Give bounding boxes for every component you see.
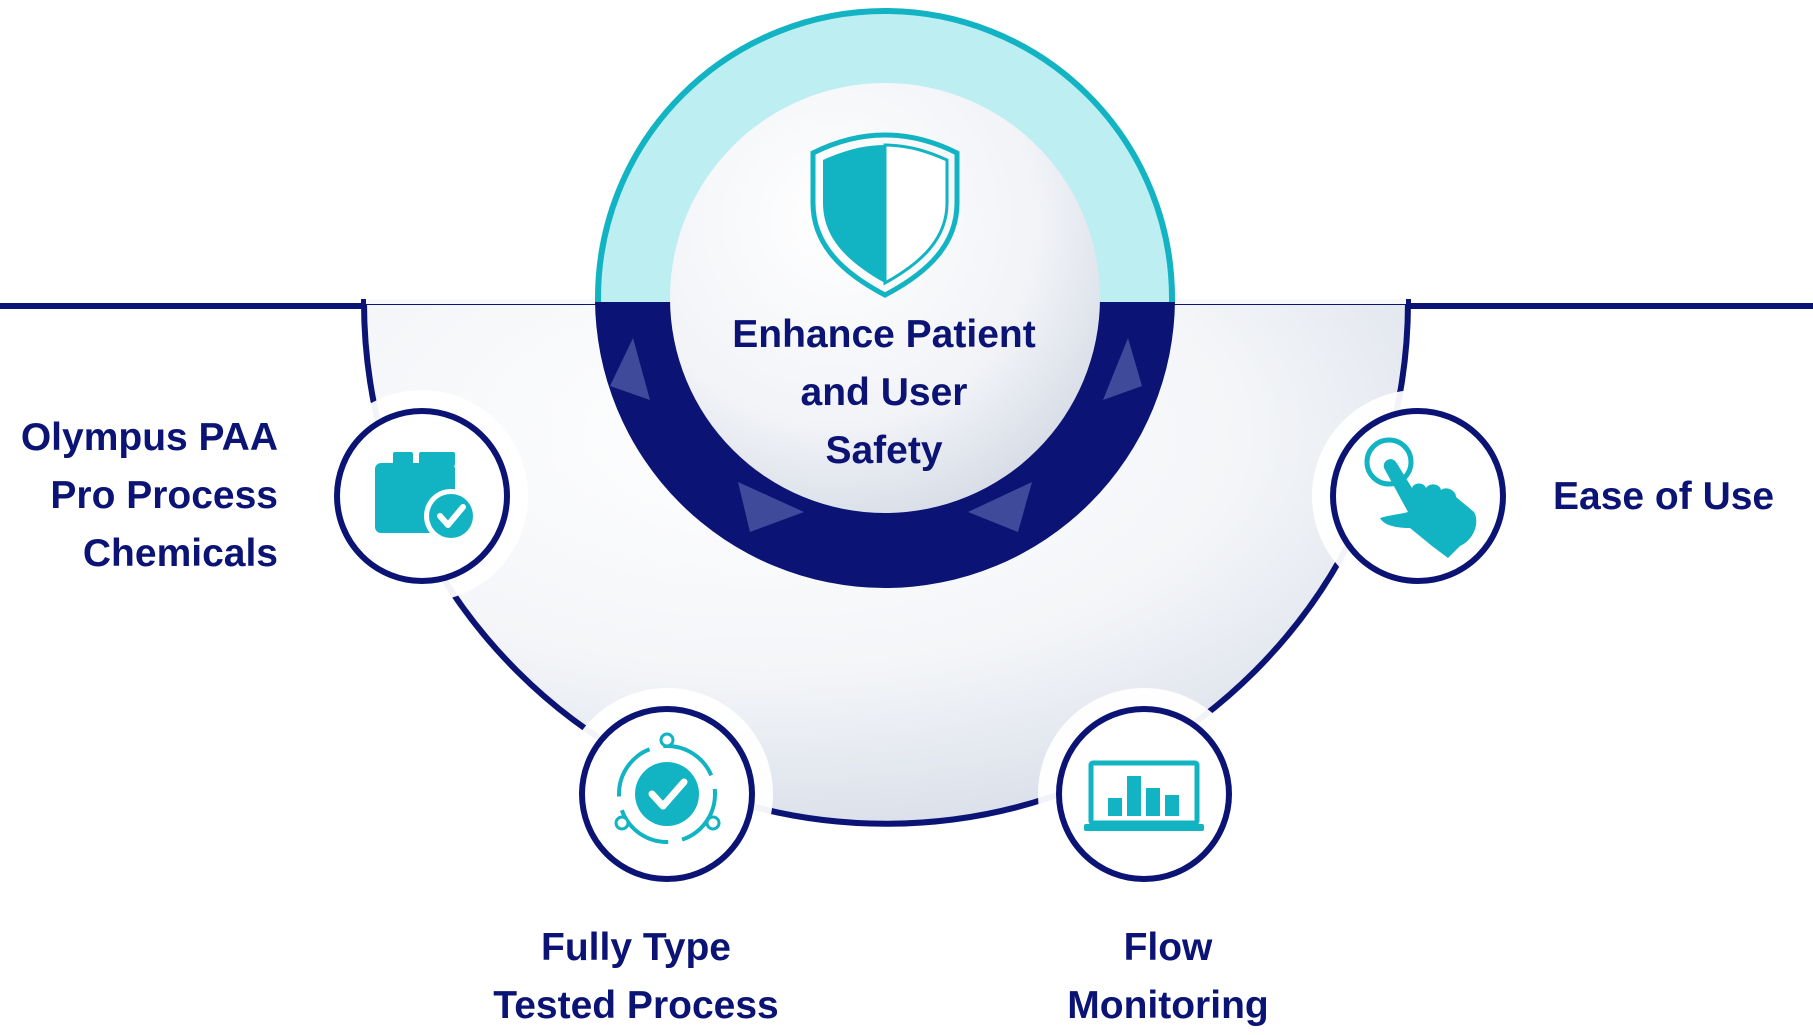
ring-arrow-decoration [1103, 338, 1142, 400]
ring-arrow-decoration [738, 482, 804, 532]
feature-label-chemicals: Olympus PAA Pro Process Chemicals [21, 409, 278, 583]
center-ring [595, 8, 1175, 588]
feature-label-line: Olympus PAA [20, 416, 278, 459]
feature-label-line: Tested Process [493, 984, 779, 1027]
cycle-check-icon [614, 732, 721, 844]
left-feature-circle [316, 390, 528, 602]
feature-label-ease-of-use: Ease of Use [1553, 468, 1774, 526]
center-title-line-1: Enhance Patient [732, 313, 1036, 356]
feature-label-line: Flow [1123, 926, 1213, 969]
shield-icon [810, 132, 960, 298]
right-feature-circle [1312, 390, 1524, 602]
feature-label-line: Chemicals [82, 532, 278, 575]
feature-label-line: Pro Process [50, 474, 278, 517]
laptop-chart-icon [1084, 760, 1204, 831]
ring-arrow-decoration [610, 338, 650, 400]
center-title-line-3: Safety [825, 429, 943, 472]
bottom-left-feature-circle [561, 688, 773, 900]
bottom-right-feature-circle [1038, 688, 1250, 900]
center-title-line-2: and User [800, 371, 968, 414]
feature-label-tested-process: Fully Type Tested Process [436, 919, 836, 1035]
ring-arrow-decoration [968, 482, 1032, 532]
feature-label-flow-monitoring: Flow Monitoring [968, 919, 1368, 1035]
feature-label-line: Fully Type [541, 926, 731, 969]
feature-label-line: Ease of Use [1553, 475, 1775, 518]
hand-tap-icon [1364, 437, 1477, 558]
chemical-container-check-icon [375, 452, 478, 543]
feature-label-line: Monitoring [1067, 984, 1269, 1027]
center-inner-disc [670, 83, 1100, 513]
center-title: Enhance Patient and User Safety [684, 306, 1084, 480]
